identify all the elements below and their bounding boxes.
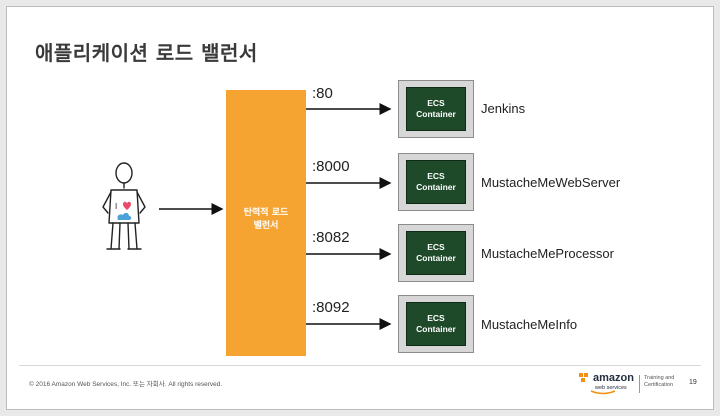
elb-label-line1: 탄력적 로드 — [243, 208, 289, 218]
elastic-load-balancer — [226, 90, 306, 356]
ecs-container-screen: ECS Container — [406, 231, 466, 275]
service-name: Jenkins — [481, 101, 526, 116]
service-name: MustacheMeInfo — [481, 317, 578, 332]
ecs-container: ECS Container — [398, 224, 474, 282]
slide-title: 애플리케이션 로드 밸런서 — [35, 41, 258, 65]
service-name: MustacheMeWebServer — [481, 175, 621, 190]
ecs-container-label: ECS — [427, 313, 445, 323]
ecs-container-label: ECS — [427, 171, 445, 181]
ecs-container-label: Container — [416, 109, 456, 119]
port-label: :8092 — [312, 299, 350, 316]
aws-smile-icon — [579, 373, 616, 395]
ecs-container-label: ECS — [427, 98, 445, 108]
ecs-container-screen: ECS Container — [406, 160, 466, 204]
ecs-container: ECS Container — [398, 295, 474, 353]
elb-label: 탄력적 로드 밸런서 — [226, 207, 306, 233]
ecs-container-label: Container — [416, 182, 456, 192]
aws-brand: amazon — [593, 372, 634, 384]
person-with-heart-shirt-icon: I — [102, 162, 146, 250]
svg-text:I: I — [115, 202, 117, 211]
footer-divider — [19, 365, 701, 366]
service-name: MustacheMeProcessor — [481, 246, 614, 261]
ecs-container: ECS Container — [398, 80, 474, 138]
training-line2: Certification — [644, 382, 674, 388]
training-certification: Training and Certification — [644, 375, 674, 389]
ecs-container-label: Container — [416, 324, 456, 334]
ecs-container-screen: ECS Container — [406, 87, 466, 131]
port-label: :8000 — [312, 158, 350, 175]
elb-label-line2: 밸런서 — [253, 221, 279, 231]
ecs-container-screen: ECS Container — [406, 302, 466, 346]
training-line1: Training and — [644, 375, 675, 381]
page-number: 19 — [689, 379, 697, 386]
port-label: :8082 — [312, 229, 350, 246]
copyright-text: © 2016 Amazon Web Services, Inc. 또는 자회사.… — [29, 381, 223, 388]
ecs-container-label: Container — [416, 253, 456, 263]
ecs-container-label: ECS — [427, 242, 445, 252]
diagram-arrows: I — [102, 103, 392, 330]
footer-separator — [639, 375, 640, 393]
port-label: :80 — [312, 85, 333, 102]
slide: 애플리케이션 로드 밸런서 I 탄력적 — [6, 6, 714, 410]
ecs-container: ECS Container — [398, 153, 474, 211]
aws-brand-sub: web services — [595, 385, 627, 391]
